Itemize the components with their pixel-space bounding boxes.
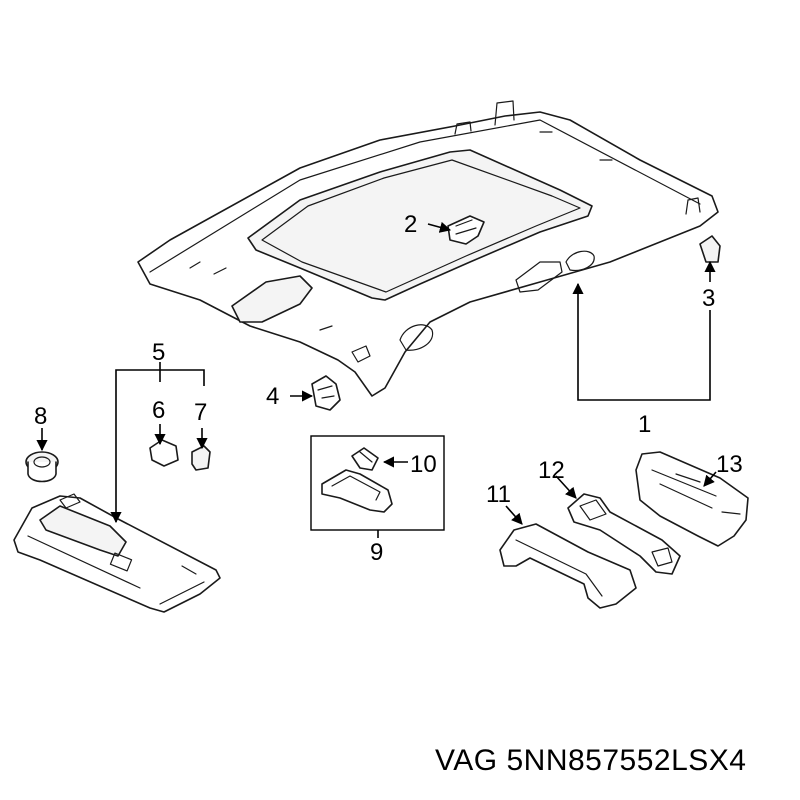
sun-visor-part-5 bbox=[13, 493, 221, 613]
callout-3: 3 bbox=[702, 285, 715, 312]
callout-labels: 1 2 3 4 5 6 7 8 9 10 11 12 13 bbox=[34, 211, 743, 566]
grab-handle-part-11 bbox=[499, 523, 637, 609]
callout-8: 8 bbox=[34, 403, 47, 430]
leader-2 bbox=[427, 221, 452, 233]
leader-13 bbox=[703, 471, 717, 487]
leader-5 bbox=[110, 369, 160, 524]
lamp-housing-part-9 bbox=[321, 469, 393, 513]
clip-part-3 bbox=[699, 235, 721, 263]
visor-clip-part-8 bbox=[25, 451, 59, 483]
handle-mount-part-13 bbox=[635, 451, 749, 547]
callout-10: 10 bbox=[410, 451, 437, 478]
callout-1: 1 bbox=[638, 411, 651, 438]
callout-11: 11 bbox=[486, 481, 511, 508]
clip-part-6 bbox=[149, 439, 179, 467]
leader-5c bbox=[160, 369, 205, 386]
clip-part-7 bbox=[191, 445, 211, 471]
handle-bracket-part-12 bbox=[567, 493, 681, 575]
callout-2: 2 bbox=[404, 211, 417, 238]
part-number-label: VAG 5NN857552LSX4 bbox=[435, 744, 747, 777]
bracket-part-4 bbox=[311, 375, 341, 411]
callout-4: 4 bbox=[266, 383, 279, 410]
leader-1b bbox=[644, 310, 711, 401]
headliner-part bbox=[137, 100, 719, 397]
callout-6: 6 bbox=[152, 397, 165, 424]
bulb-part-10 bbox=[351, 447, 379, 471]
clip-part-2 bbox=[447, 215, 485, 245]
callout-12: 12 bbox=[538, 457, 565, 484]
leader-1 bbox=[572, 282, 644, 401]
callout-9: 9 bbox=[370, 539, 383, 566]
callout-7: 7 bbox=[194, 399, 207, 426]
callout-5: 5 bbox=[152, 339, 165, 366]
leader-12 bbox=[555, 475, 577, 499]
leader-11 bbox=[505, 505, 523, 525]
leader-lines bbox=[36, 221, 717, 538]
callout-13: 13 bbox=[716, 451, 743, 478]
